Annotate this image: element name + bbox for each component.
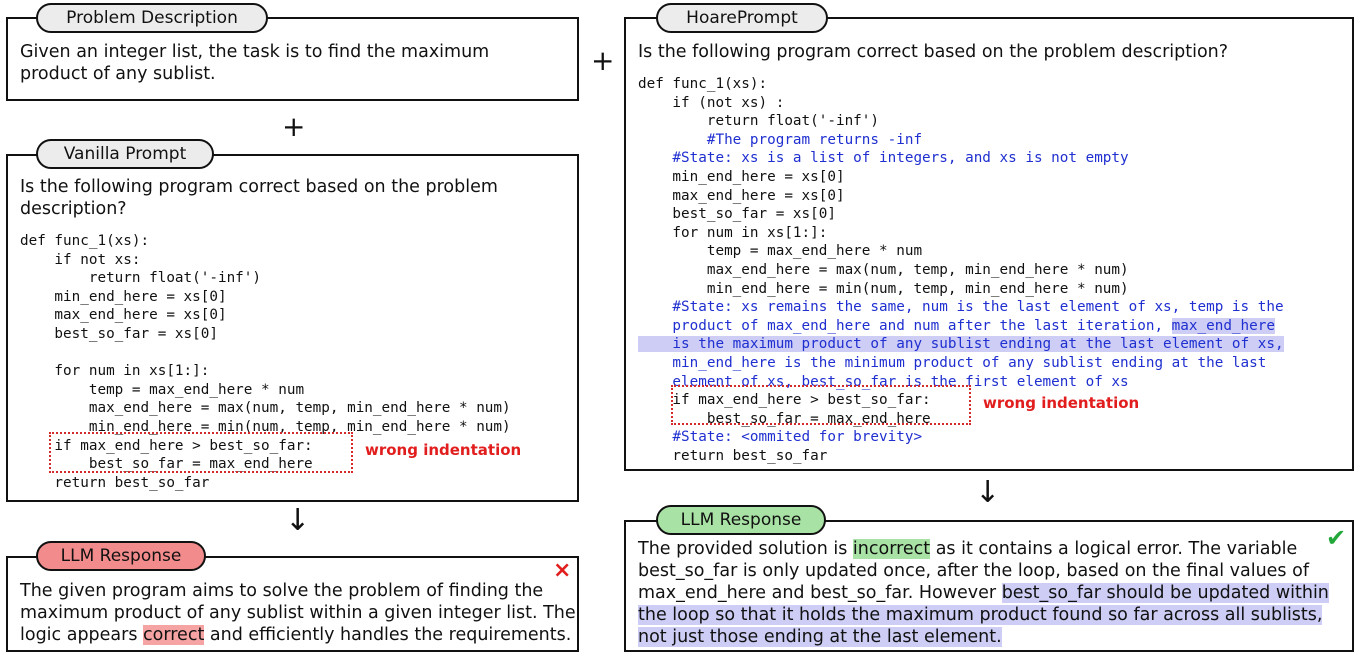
llm-response-right-text: The provided solution is incorrect as it… [638,538,1329,648]
llm-response-left-tag: LLM Response [36,541,206,571]
vanilla-code-return: return best_so_far [20,474,210,491]
hoare-code-4: return best_so_far [638,447,828,464]
cross-icon: × [553,558,572,583]
hoare-code-1: def func_1(xs): if (not xs) : return flo… [638,76,880,130]
hoareprompt-question: Is the following program correct based o… [638,42,1229,62]
problem-description-box: Given an integer list, the task is to fi… [6,17,579,101]
hoare-code-2: min_end_here = xs[0] max_end_here = xs[0… [672,168,1129,297]
hoareprompt-tag: HoarePrompt [656,3,828,33]
llm-response-left-text: The given program aims to solve the prob… [20,580,576,646]
llm-left-text-post: and efficiently handles the requirements… [204,625,572,645]
llm-right-incorrect-highlight: incorrect [852,539,931,559]
hoareprompt-code: def func_1(xs): if (not xs) : return flo… [638,75,1284,465]
checkmark-icon: ✔ [1326,524,1347,552]
plus-sign-left: + [282,110,306,143]
hoareprompt-box: Is the following program correct based o… [624,17,1354,471]
hoare-state-comment-2-pre: #State: xs remains the same, num is the … [672,299,1284,334]
llm-left-correct-highlight: correct [143,625,205,645]
arrow-down-left-icon: ↓ [285,503,311,538]
hoare-state-comment-2-post: min_end_here is the minimum product of a… [672,354,1267,390]
hoare-wrong-indentation-box [671,385,971,425]
llm-response-left-box: The given program aims to solve the prob… [6,556,579,652]
llm-response-right-box: The provided solution is incorrect as it… [624,520,1354,652]
vanilla-prompt-tag: Vanilla Prompt [36,139,214,169]
llm-right-text-a: The provided solution is [638,539,853,559]
hoare-code-3: if max_end_here > best_so_far: best_so_f… [672,392,931,427]
vanilla-code-main: def func_1(xs): if not xs: return float(… [20,233,511,435]
vanilla-code-if-block: if max_end_here > best_so_far: best_so_f… [54,437,313,473]
hoare-state-comment-1: #The program returns -inf #State: xs is … [672,131,1129,167]
llm-right-text-b: as it contains a logical error. The vari… [638,539,1309,603]
arrow-down-right-icon: ↓ [975,475,1001,510]
vanilla-wrong-indentation-label: wrong indentation [365,441,522,459]
hoare-wrong-indentation-label: wrong indentation [983,394,1140,412]
plus-sign-middle: + [591,44,615,77]
problem-description-text: Given an integer list, the task is to fi… [20,42,490,84]
hoare-state-comment-3: #State: <ommited for brevity> [638,429,923,446]
vanilla-wrong-indentation-box [49,432,353,473]
llm-left-text-pre: The given program aims to solve the prob… [20,581,576,645]
vanilla-prompt-box: Is the following program correct based o… [6,154,579,502]
problem-description-tag: Problem Description [36,3,268,33]
llm-response-right-tag: LLM Response [656,505,826,535]
vanilla-prompt-question: Is the following program correct based o… [20,177,498,219]
